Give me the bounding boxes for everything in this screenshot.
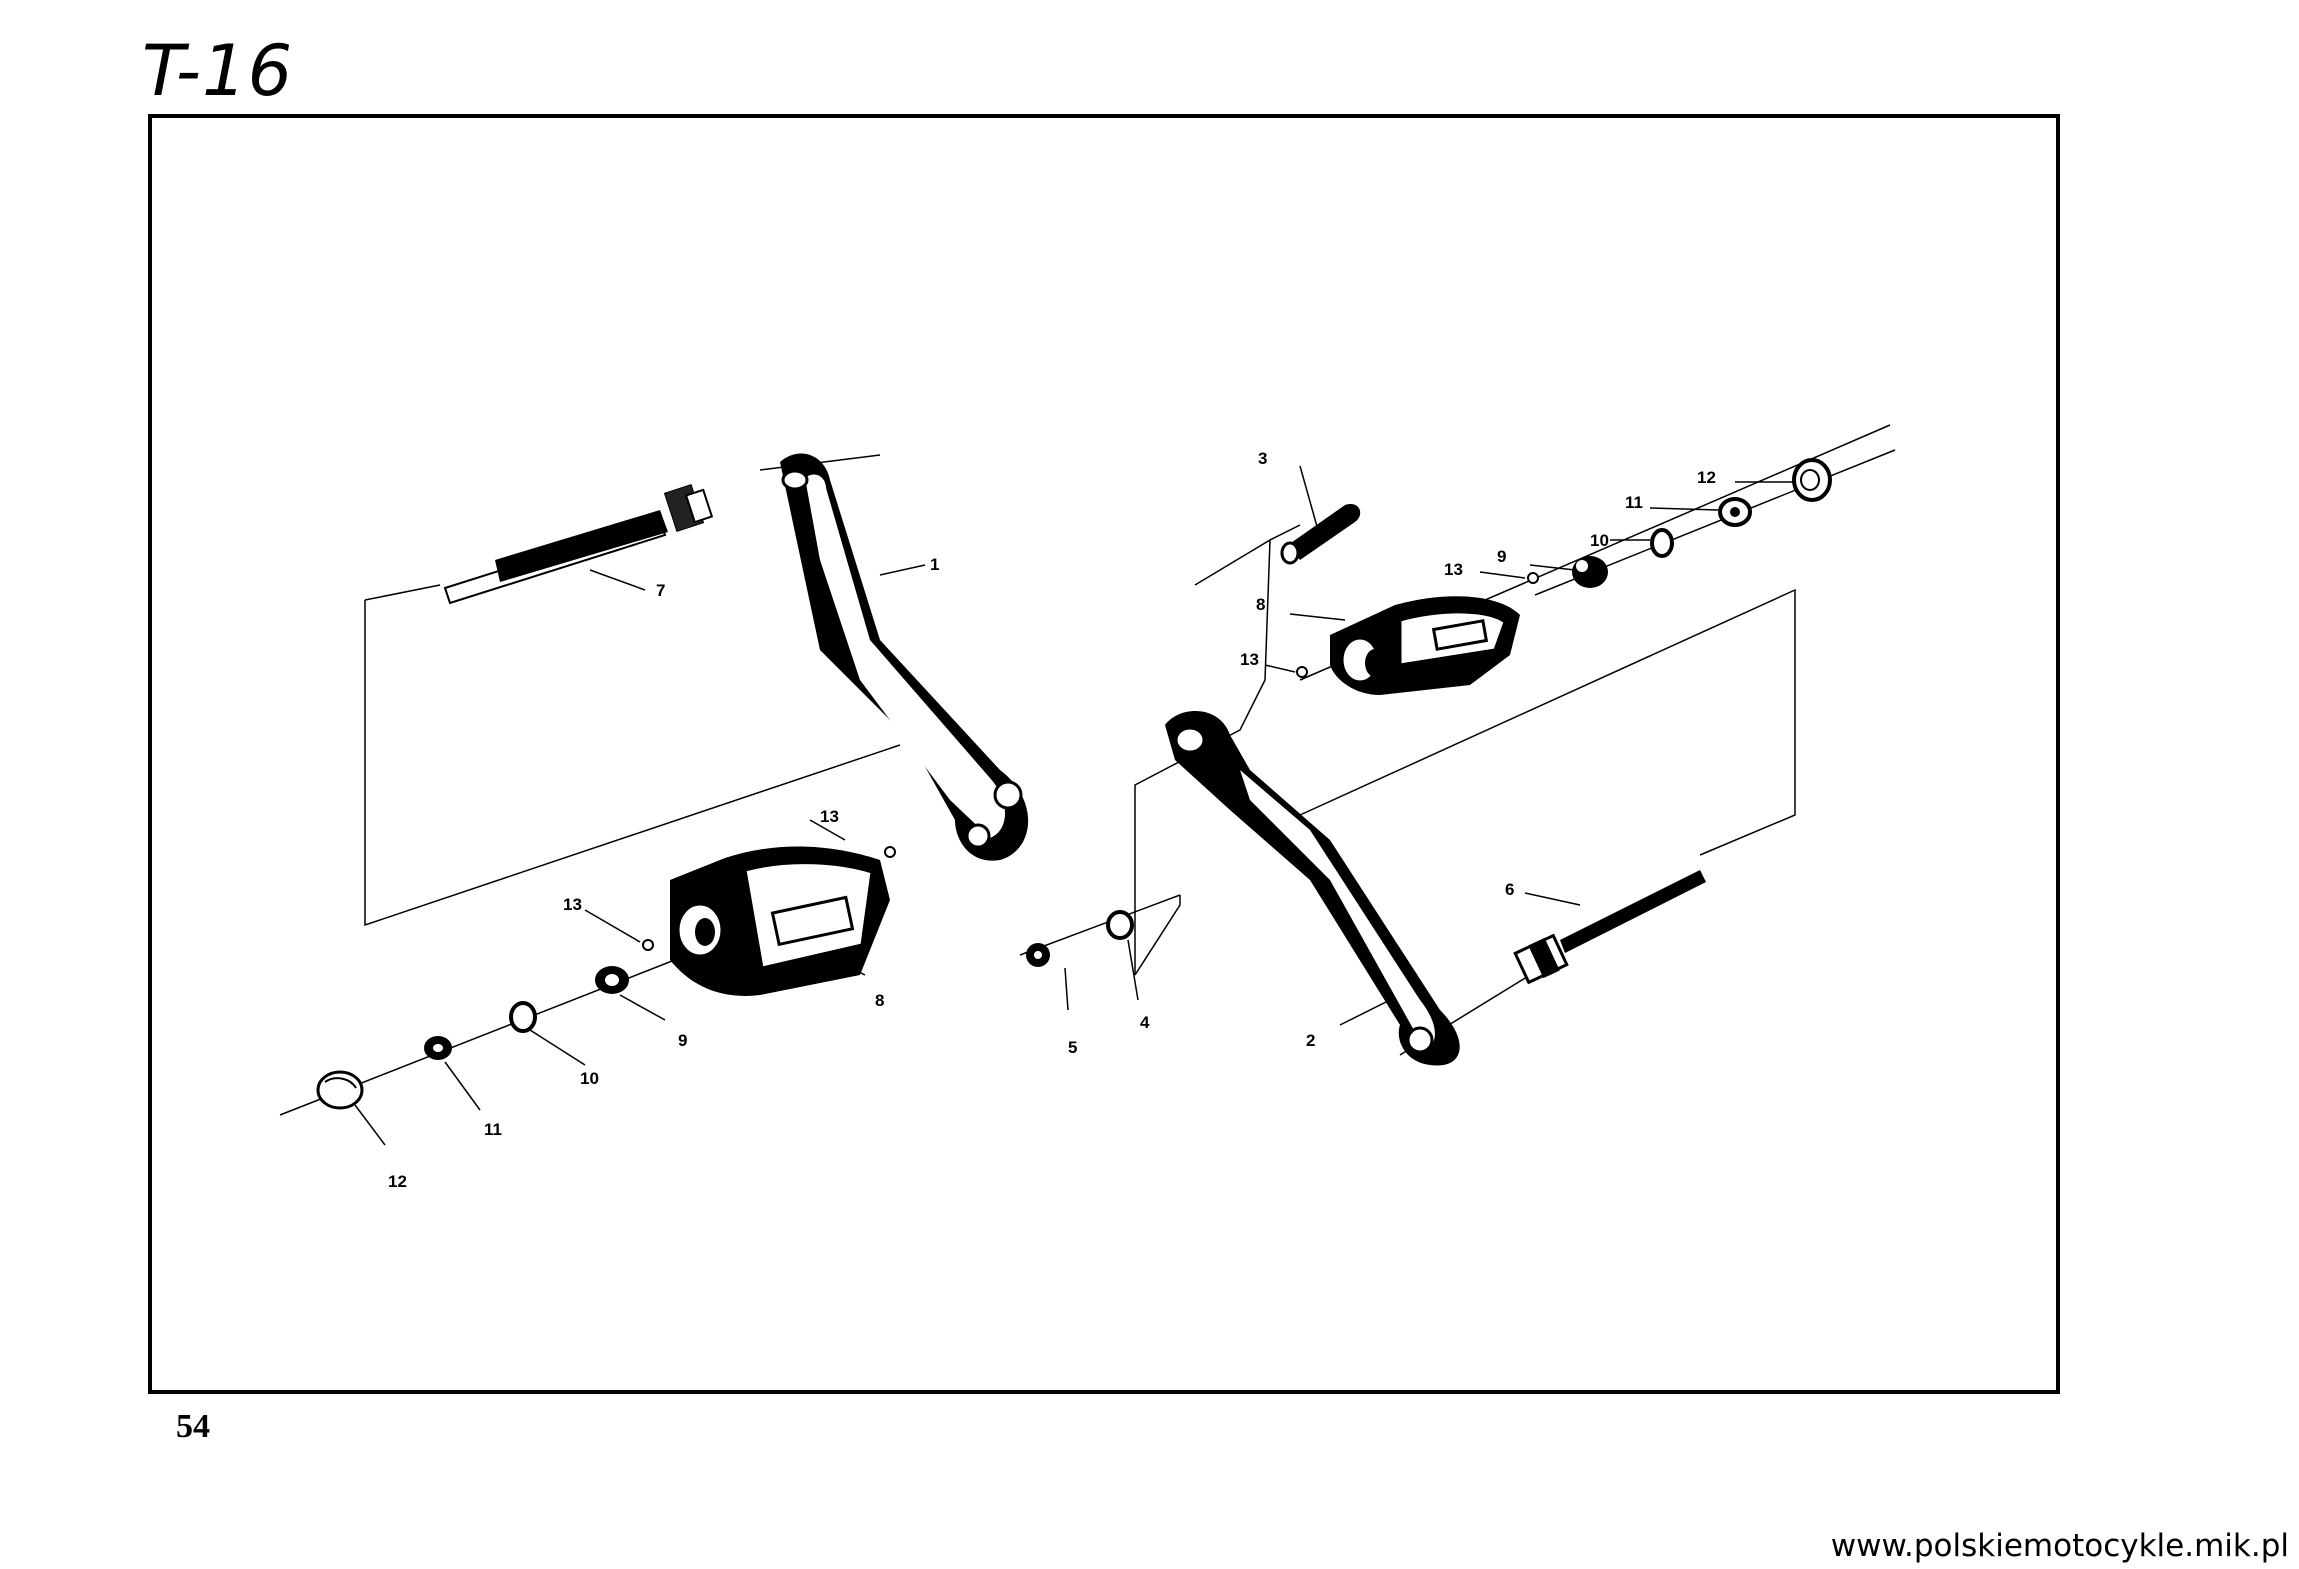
callout-label: 13 xyxy=(820,807,839,826)
axis-line xyxy=(1269,524,1301,541)
callout-label: 10 xyxy=(580,1069,599,1088)
callout-label: 13 xyxy=(1240,650,1259,669)
guide-bracket xyxy=(1299,588,1796,856)
callout-label: 3 xyxy=(1258,449,1267,468)
callout-label: 1 xyxy=(930,555,939,574)
ball-icon xyxy=(1527,572,1539,584)
callout-labels: 1 2 3 4 5 6 7 8 8 9 9 10 10 11 11 12 12 … xyxy=(388,449,1716,1191)
ball-icon xyxy=(884,846,896,858)
nut-icon xyxy=(1026,943,1050,967)
callout-label: 6 xyxy=(1505,880,1514,899)
page-number: 54 xyxy=(176,1408,210,1445)
callout-label: 8 xyxy=(875,991,884,1010)
nut-icon xyxy=(1572,556,1608,588)
washer-icon xyxy=(1106,910,1134,940)
ball-icon xyxy=(642,939,654,951)
diagram-frame xyxy=(148,114,2060,1394)
callout-label: 12 xyxy=(388,1172,407,1191)
callout-label: 11 xyxy=(1625,493,1643,512)
ball-icon xyxy=(1296,666,1308,678)
gear-lever-icon xyxy=(1165,711,1460,1066)
nut-icon xyxy=(595,966,629,994)
cap-icon xyxy=(1792,458,1832,502)
nut-icon xyxy=(424,1036,452,1060)
callout-label: 5 xyxy=(1068,1038,1077,1057)
pedal-icon xyxy=(670,846,890,996)
cap-icon xyxy=(316,1070,364,1110)
rubber-grip-icon xyxy=(1280,503,1361,565)
callout-label: 13 xyxy=(563,895,582,914)
nut-icon xyxy=(1718,497,1752,527)
guide-bracket xyxy=(1134,538,1271,975)
washer-icon xyxy=(509,1001,537,1033)
callout-label: 7 xyxy=(656,581,665,600)
guide-bracket xyxy=(1134,895,1181,976)
kick-lever-icon xyxy=(780,453,1029,861)
guide-bracket xyxy=(364,600,901,927)
callout-label: 9 xyxy=(678,1031,687,1050)
callout-label: 10 xyxy=(1590,531,1609,550)
pedal-icon xyxy=(1330,596,1520,695)
callout-label: 13 xyxy=(1444,560,1463,579)
callout-label: 12 xyxy=(1697,468,1716,487)
washer-icon xyxy=(1650,528,1674,558)
callout-label: 9 xyxy=(1497,547,1506,566)
callout-label: 11 xyxy=(484,1120,502,1139)
callout-label: 4 xyxy=(1140,1013,1150,1032)
shaft-icon xyxy=(443,484,714,605)
callout-label: 8 xyxy=(1256,595,1265,614)
website-url[interactable]: www.polskiemotocykle.mik.pl xyxy=(1830,1528,2289,1564)
page-title: T-16 xyxy=(142,30,294,112)
shaft-icon xyxy=(1513,870,1706,985)
callout-label: 2 xyxy=(1306,1031,1315,1050)
axis-line xyxy=(1019,894,1181,956)
axis-line xyxy=(364,584,441,601)
